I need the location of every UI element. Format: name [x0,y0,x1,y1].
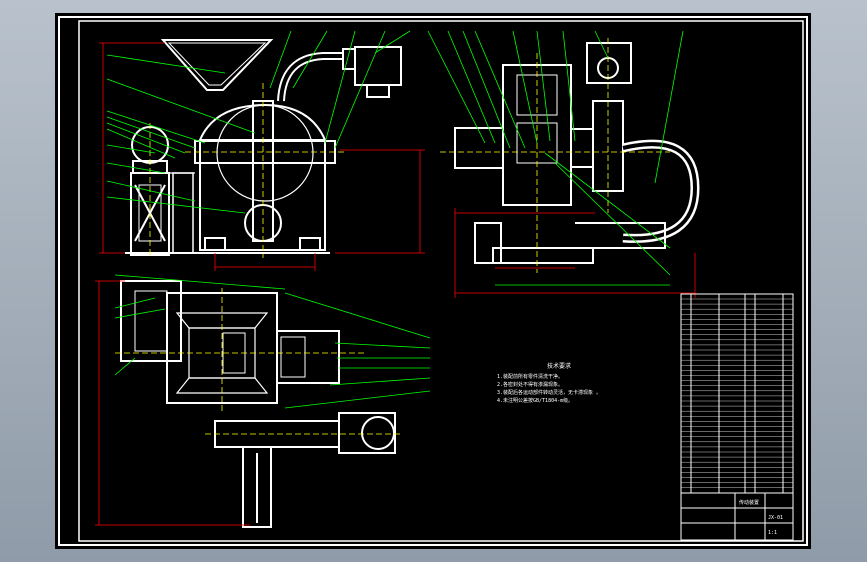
note-3: 3.装配后各运动部件转动灵活，无卡滞现象 。 [497,389,601,396]
top-dimensions [95,280,250,526]
top-leaders [114,274,431,409]
top-view [120,280,396,528]
side-dimensions [454,208,696,298]
side-view [454,42,700,264]
title-part-name: 传动装置 [739,499,759,506]
note-1: 1.装配前所有零件清洗干净。 [497,373,563,380]
outer-frame [58,16,808,546]
side-centerlines [440,38,670,273]
side-leaders [427,30,684,286]
note-4: 4.未注明公差按GB/T1804-m级。 [497,397,573,404]
bom-rows [681,298,793,488]
top-gear-motor [276,330,340,384]
title-scale: 1:1 [768,530,777,536]
drawing-canvas: 技术要求 1.装配前所有零件清洗干净。 2.各密封处不得有渗漏现象。 3.装配后… [58,16,808,546]
side-flange [454,127,504,169]
top-centerlines [115,288,400,435]
top-motor [120,280,182,362]
front-view [125,39,402,256]
notes-title: 技术要求 [547,362,571,370]
note-2: 2.各密封处不得有渗漏现象。 [497,381,563,388]
top-outlet [242,446,272,528]
drawing-sheet[interactable]: 技术要求 1.装配前所有零件清洗干净。 2.各密封处不得有渗漏现象。 3.装配后… [55,13,811,549]
title-drawing-no: JX-01 [768,515,783,521]
hopper [160,39,274,91]
bom-table [680,293,794,541]
front-dimensions [99,42,425,271]
inner-frame [78,20,804,542]
technical-notes: 技术要求 1.装配前所有零件清洗干净。 2.各密封处不得有渗漏现象。 3.装配后… [497,362,601,404]
front-leaders [106,30,411,214]
title-block: 传动装置 JX-01 1:1 [739,499,783,536]
